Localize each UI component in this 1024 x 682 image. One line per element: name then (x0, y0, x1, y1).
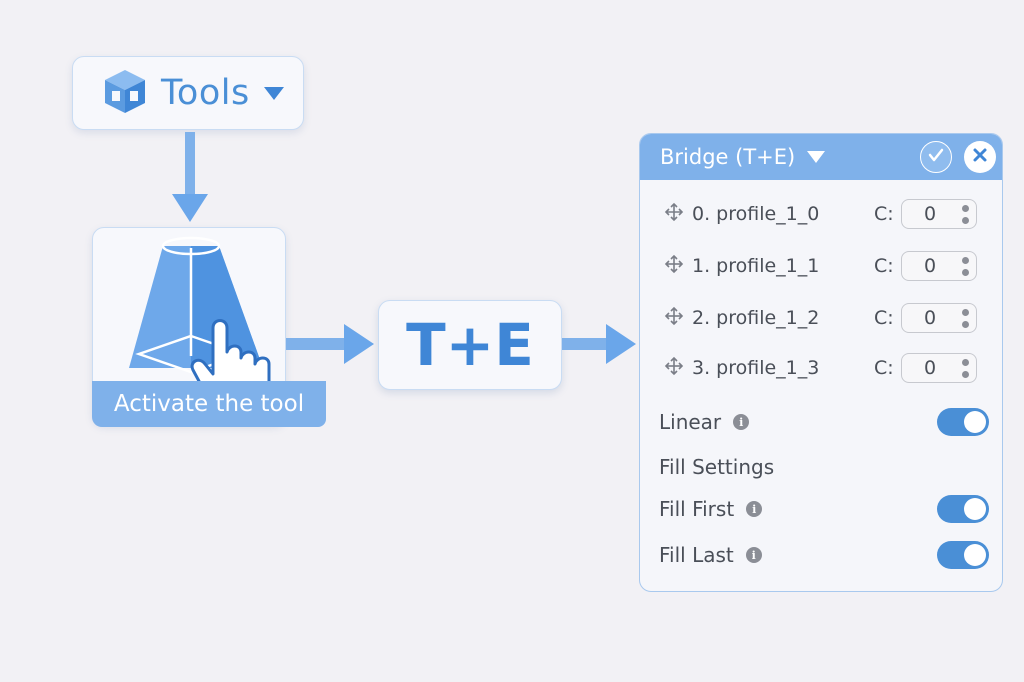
move-icon[interactable] (664, 356, 684, 380)
fill-first-option: Fill First i (659, 492, 989, 526)
stepper-arrows[interactable] (962, 309, 970, 333)
move-icon[interactable] (664, 306, 684, 330)
confirm-button[interactable] (920, 141, 952, 173)
panel-title: Bridge (T+E) (660, 145, 796, 169)
profile-name: 2. profile_1_2 (692, 307, 820, 329)
activate-tool-label: Activate the tool (92, 381, 326, 427)
fill-settings-heading: Fill Settings (659, 455, 775, 479)
profile-row: 2. profile_1_2 C: 0 (664, 301, 984, 335)
stepper-value[interactable]: 0 (923, 307, 937, 329)
arrow-right-icon (286, 324, 374, 364)
fill-first-toggle[interactable] (937, 495, 989, 523)
stepper-arrows[interactable] (962, 205, 970, 229)
c-stepper[interactable]: 0 (901, 303, 977, 333)
linear-option: Linear i (659, 405, 989, 439)
arrow-right-icon (562, 324, 636, 364)
profile-name: 1. profile_1_1 (692, 255, 820, 277)
c-label: C: (874, 203, 894, 225)
stepper-arrows[interactable] (962, 257, 970, 281)
arrow-down-icon (172, 132, 208, 222)
profile-name: 0. profile_1_0 (692, 203, 820, 225)
chevron-down-icon[interactable] (807, 149, 826, 168)
fill-last-toggle[interactable] (937, 541, 989, 569)
shortcut-key-box: T+E (378, 300, 562, 390)
profile-name: 3. profile_1_3 (692, 357, 820, 379)
info-icon[interactable]: i (733, 414, 750, 430)
stepper-value[interactable]: 0 (923, 203, 937, 225)
c-stepper[interactable]: 0 (901, 199, 977, 229)
c-stepper[interactable]: 0 (901, 353, 977, 383)
close-icon (972, 147, 988, 167)
cube-icon (101, 67, 149, 119)
c-label: C: (874, 357, 894, 379)
fill-first-label: Fill First (659, 497, 735, 521)
info-icon[interactable]: i (746, 501, 763, 517)
panel-header: Bridge (T+E) (640, 134, 1002, 180)
stepper-value[interactable]: 0 (923, 357, 937, 379)
tools-label: Tools (161, 73, 250, 113)
chevron-down-icon (263, 86, 284, 105)
profile-row: 0. profile_1_0 C: 0 (664, 197, 984, 231)
info-icon[interactable]: i (745, 547, 762, 563)
profile-row: 3. profile_1_3 C: 0 (664, 351, 984, 385)
move-icon[interactable] (664, 202, 684, 226)
move-icon[interactable] (664, 254, 684, 278)
bridge-panel: Bridge (T+E) 0. profile_1_0 C: 0 (639, 133, 1003, 592)
check-icon (927, 146, 945, 168)
c-label: C: (874, 255, 894, 277)
fill-last-option: Fill Last i (659, 538, 989, 572)
linear-toggle[interactable] (937, 408, 989, 436)
linear-label: Linear (659, 410, 722, 434)
c-stepper[interactable]: 0 (901, 251, 977, 281)
stepper-value[interactable]: 0 (923, 255, 937, 277)
tools-dropdown-button[interactable]: Tools (72, 56, 304, 130)
stepper-arrows[interactable] (962, 359, 970, 383)
profile-row: 1. profile_1_1 C: 0 (664, 249, 984, 283)
close-button[interactable] (964, 141, 996, 173)
fill-last-label: Fill Last (659, 543, 734, 567)
c-label: C: (874, 307, 894, 329)
